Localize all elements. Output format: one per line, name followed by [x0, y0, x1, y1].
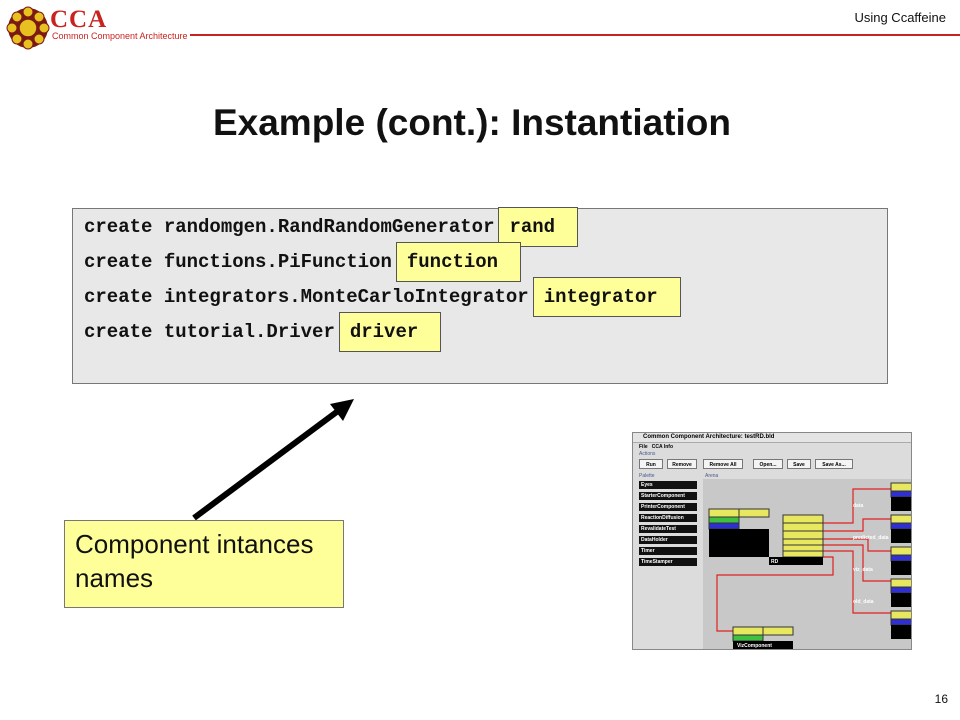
menu-bar: File CCA Info: [639, 444, 673, 450]
code-command: create randomgen.RandRandomGenerator: [84, 216, 495, 238]
window-title: Common Component Architecture: testRD.bl…: [633, 433, 911, 443]
open-button[interactable]: Open...: [753, 459, 783, 469]
component-label: predicted_data: [853, 535, 889, 541]
code-command: create functions.PiFunction: [84, 251, 392, 273]
slide-title: Example (cont.): Instantiation: [212, 102, 732, 143]
arena-label: Arena: [705, 473, 719, 479]
palette-item[interactable]: PrinterComponent: [639, 503, 697, 511]
instance-name-highlight: rand: [498, 207, 579, 247]
instance-name-highlight: function: [395, 242, 522, 282]
code-block: create randomgen.RandRandomGenerator ran…: [72, 207, 888, 384]
cca-logo-icon: [6, 6, 50, 50]
palette-item[interactable]: Eyes: [639, 481, 697, 489]
palette-item[interactable]: Timer: [639, 547, 697, 555]
palette-label: Palette: [639, 473, 655, 479]
component-wiring-diagram: [708, 482, 911, 649]
section-title: Using Ccaffeine: [854, 10, 946, 25]
code-command: create integrators.MonteCarloIntegrator: [84, 286, 529, 308]
header-rule: [190, 34, 960, 36]
menu-file[interactable]: File: [639, 444, 648, 450]
code-line: create tutorial.Driver driver: [84, 312, 442, 352]
save-button[interactable]: Save: [787, 459, 811, 469]
save-as-button[interactable]: Save As...: [815, 459, 853, 469]
page-number: 16: [934, 692, 948, 706]
menu-cca-info[interactable]: CCA Info: [651, 444, 673, 450]
code-line: create integrators.MonteCarloIntegrator …: [84, 277, 681, 317]
palette-item[interactable]: TimeStamper: [639, 558, 697, 566]
code-line: create functions.PiFunction function: [84, 242, 522, 282]
palette-item[interactable]: StarterComponent: [639, 492, 697, 500]
actions-label: Actions: [639, 451, 656, 457]
callout-box: Component intances names: [64, 520, 344, 608]
palette-item[interactable]: RevalidateTest: [639, 525, 697, 533]
remove-all-button[interactable]: Remove All: [703, 459, 743, 469]
instance-name-highlight: driver: [338, 312, 442, 352]
component-label: viz_data: [853, 567, 873, 573]
instance-name-highlight: integrator: [532, 277, 681, 317]
code-command: create tutorial.Driver: [84, 321, 335, 343]
logo-subtitle: Common Component Architecture: [52, 31, 188, 41]
component-label: VizComponent: [737, 643, 772, 649]
arena-canvas[interactable]: RD VizComponent data predicted_data viz_…: [703, 479, 911, 649]
run-button[interactable]: Run: [639, 459, 663, 469]
component-label: data: [853, 503, 864, 509]
code-line: create randomgen.RandRandomGenerator ran…: [84, 207, 579, 247]
remove-button[interactable]: Remove: [667, 459, 697, 469]
logo-text: CCA: [50, 6, 108, 33]
component-label: old_data: [853, 599, 874, 605]
palette-item[interactable]: ReactionDiffusion: [639, 514, 697, 522]
app-screenshot: Common Component Architecture: testRD.bl…: [632, 432, 912, 650]
palette-item[interactable]: DataHolder: [639, 536, 697, 544]
component-label: RD: [771, 559, 779, 565]
